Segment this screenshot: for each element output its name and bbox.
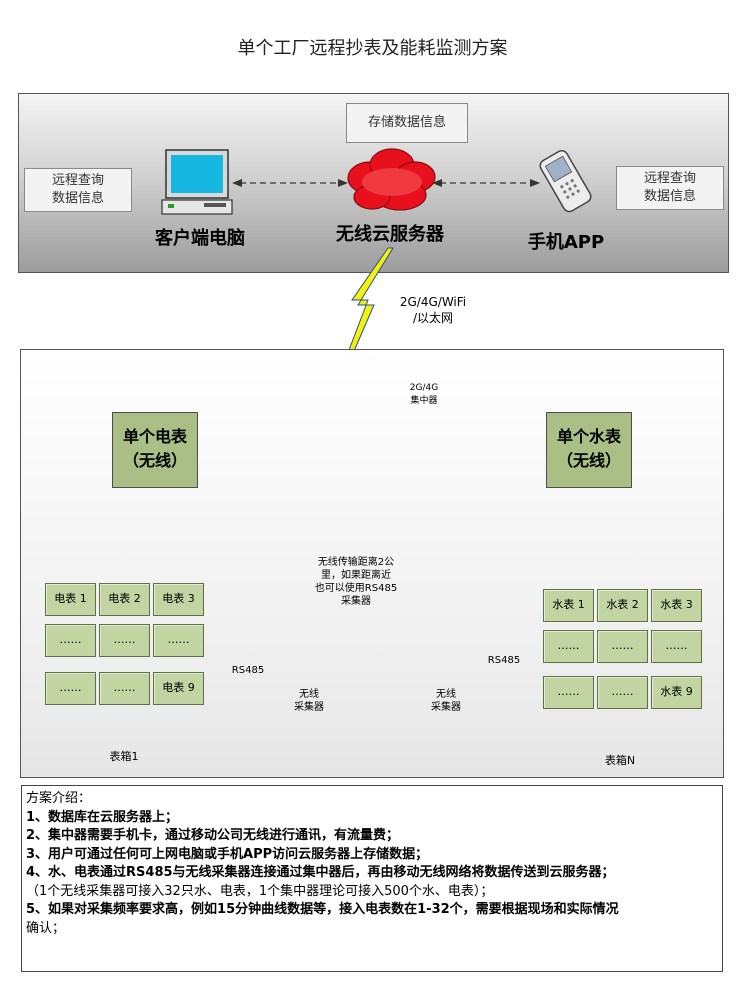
right-query-box: 远程查询 数据信息 bbox=[616, 166, 724, 210]
collector-left-line2: 采集器 bbox=[294, 702, 324, 713]
electric-cell-3-3: 电表 9 bbox=[153, 672, 204, 705]
description-line-6: 5、如果对采集频率要求高，例如15分钟曲线数据等，接入电表数在1-32个，需要根… bbox=[26, 902, 619, 917]
water-cell-1-3: 水表 3 bbox=[651, 589, 702, 622]
single-electric-meter: 单个电表 （无线） bbox=[112, 412, 198, 488]
water-cell-2-3: …… bbox=[651, 630, 702, 663]
water-cell-1-1: 水表 1 bbox=[543, 589, 594, 622]
wireless-note-line4: 采集器 bbox=[341, 596, 371, 607]
left-query-line2: 数据信息 bbox=[51, 191, 104, 206]
uplink-label: 2G/4G/WiFi /以太网 bbox=[388, 294, 478, 326]
single-water-meter-line1: 单个水表 bbox=[556, 427, 621, 446]
collector-left-label: 无线 采集器 bbox=[284, 688, 334, 714]
collector-left-line1: 无线 bbox=[299, 689, 319, 700]
water-cell-3-2: …… bbox=[597, 676, 648, 709]
description-line-1: 1、数据库在云服务器上； bbox=[26, 809, 179, 825]
concentrator-label: 2G/4G 集中器 bbox=[394, 382, 454, 408]
rs485-left-label: RS485 bbox=[231, 665, 265, 676]
concentrator-label-line2: 集中器 bbox=[410, 396, 438, 406]
wireless-note-line3: 也可以使用RS485 bbox=[314, 583, 398, 594]
single-water-meter: 单个水表 （无线） bbox=[546, 412, 632, 488]
description-heading: 方案介绍： bbox=[26, 791, 92, 806]
page-title: 单个工厂远程抄表及能耗监测方案 bbox=[237, 38, 508, 59]
cloud-server-label: 无线云服务器 bbox=[336, 224, 444, 245]
water-cell-2-1: …… bbox=[543, 630, 594, 663]
electric-box-label: 表箱1 bbox=[109, 750, 139, 763]
rs485-right-label: RS485 bbox=[487, 655, 521, 666]
collector-right-line1: 无线 bbox=[436, 689, 456, 700]
phone-icon bbox=[539, 149, 592, 213]
left-query-box: 远程查询 数据信息 bbox=[24, 168, 132, 212]
water-cell-3-1: …… bbox=[543, 676, 594, 709]
description-line-7: 确认； bbox=[26, 920, 66, 936]
description-line-3: 3、用户可通过任何可上网电脑或手机APP访问云服务器上存储数据； bbox=[26, 846, 429, 862]
right-query-line1: 远程查询 bbox=[643, 171, 696, 186]
description-line-5: （1个无线采集器可接入32只水、电表，1个集中器理论可接入500个水、电表）； bbox=[26, 883, 494, 899]
electric-cell-3-1: …… bbox=[45, 672, 96, 705]
left-query-line1: 远程查询 bbox=[51, 173, 104, 188]
wireless-note-line1: 无线传输距离2公 bbox=[317, 557, 395, 568]
wireless-note-line2: 里，如果距离近 bbox=[321, 570, 391, 581]
water-cell-2-2: …… bbox=[597, 630, 648, 663]
description-line-4: 4、水、电表通过RS485与无线采集器连接通过集中器后，再由移动无线网络将数据传… bbox=[26, 865, 615, 880]
single-electric-meter-line1: 单个电表 bbox=[122, 427, 187, 446]
store-data-box: 存储数据信息 bbox=[346, 103, 468, 143]
electric-cell-3-2: …… bbox=[99, 672, 150, 705]
concentrator-label-line1: 2G/4G bbox=[409, 383, 439, 393]
wireless-note: 无线传输距离2公 里，如果距离近 也可以使用RS485 采集器 bbox=[314, 556, 398, 608]
electric-cell-1-2: 电表 2 bbox=[99, 583, 150, 616]
electric-cell-2-3: …… bbox=[153, 624, 204, 657]
collector-right-label: 无线 采集器 bbox=[421, 688, 471, 714]
single-electric-meter-line2: （无线） bbox=[122, 451, 187, 470]
computer-icon bbox=[161, 149, 233, 215]
electric-cell-2-2: …… bbox=[99, 624, 150, 657]
uplink-lightning bbox=[345, 247, 394, 359]
right-query-line2: 数据信息 bbox=[643, 189, 696, 204]
mobile-app-label: 手机APP bbox=[527, 232, 605, 253]
uplink-label-line2: /以太网 bbox=[412, 311, 454, 325]
water-cell-3-3: 水表 9 bbox=[651, 676, 702, 709]
client-pc-label: 客户端电脑 bbox=[155, 228, 245, 249]
single-water-meter-line2: （无线） bbox=[556, 451, 621, 470]
description-line-2: 2、集中器需要手机卡，通过移动公司无线进行通讯，有流量费； bbox=[26, 828, 400, 843]
water-cell-1-2: 水表 2 bbox=[597, 589, 648, 622]
uplink-label-line1: 2G/4G/WiFi bbox=[399, 295, 467, 309]
water-box-label: 表箱N bbox=[604, 754, 636, 767]
collector-right-line2: 采集器 bbox=[431, 702, 461, 713]
electric-cell-2-1: …… bbox=[45, 624, 96, 657]
electric-cell-1-3: 电表 3 bbox=[153, 583, 204, 616]
electric-cell-1-1: 电表 1 bbox=[45, 583, 96, 616]
description-box: 方案介绍： 1、数据库在云服务器上； 2、集中器需要手机卡，通过移动公司无线进行… bbox=[21, 785, 723, 972]
